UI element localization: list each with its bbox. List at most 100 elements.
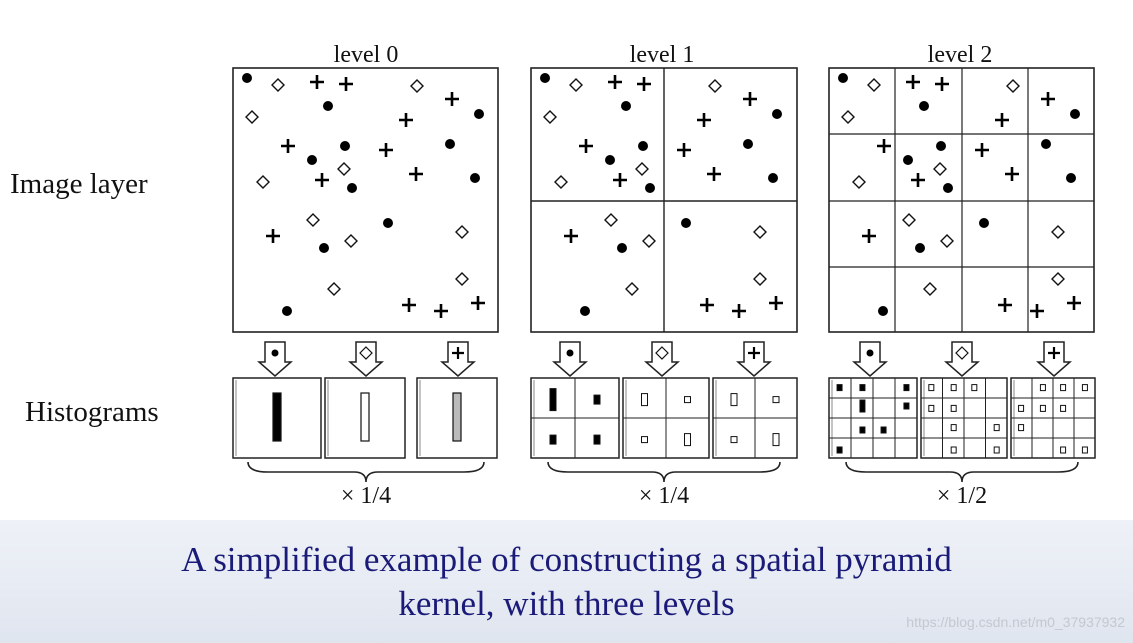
dot-marker (347, 183, 357, 193)
diamond-marker (923, 282, 937, 296)
histogram-bar (836, 384, 843, 392)
brace (845, 461, 1079, 483)
dot-marker (605, 155, 615, 165)
level-1-image-panel (530, 67, 798, 333)
diamond-icon (944, 341, 980, 377)
plus-marker (700, 298, 714, 312)
plus-marker (743, 92, 757, 106)
diamond-marker (867, 78, 881, 92)
dot-marker (645, 183, 655, 193)
histogram-bar (549, 388, 557, 412)
diamond-marker (306, 213, 320, 227)
dot-marker (943, 183, 953, 193)
plus-marker (409, 167, 423, 181)
histogram-bar (1060, 384, 1067, 392)
histogram-bar (1060, 446, 1067, 454)
diamond-marker (933, 162, 947, 176)
histogram-bar (880, 426, 887, 434)
histogram-bar (772, 396, 780, 404)
level-0-title: level 0 (334, 42, 399, 68)
brace (547, 461, 781, 483)
dot-marker (838, 73, 848, 83)
histogram-panel (712, 377, 798, 459)
plus-marker (399, 113, 413, 127)
plus-marker (732, 304, 746, 318)
plus-marker (613, 173, 627, 187)
dot-marker (1041, 139, 1051, 149)
watermark: https://blog.csdn.net/m0_37937932 (906, 614, 1125, 630)
plus-marker (281, 139, 295, 153)
diamond-marker (410, 79, 424, 93)
dot-marker (878, 306, 888, 316)
plus-marker (315, 173, 329, 187)
histogram-bar (993, 424, 1000, 432)
row-label-image-layer: Image layer (10, 168, 148, 200)
diamond-marker (455, 225, 469, 239)
level-0-weight: × 1/4 (341, 483, 391, 509)
dot-marker (681, 218, 691, 228)
dot-icon (257, 341, 293, 377)
plus-marker (579, 139, 593, 153)
histogram-panel (530, 377, 620, 459)
diamond-marker (569, 78, 583, 92)
dot-marker (340, 141, 350, 151)
diamond-marker (604, 213, 618, 227)
dot-marker (307, 155, 317, 165)
histogram-panels (232, 377, 1096, 459)
histogram-bar (950, 446, 957, 454)
plus-icon (1036, 341, 1072, 377)
diamond-icon (644, 341, 680, 377)
dot-marker (638, 141, 648, 151)
dot-marker (580, 306, 590, 316)
histogram-panel (416, 377, 498, 459)
diamond-marker (245, 110, 259, 124)
plus-marker (877, 139, 891, 153)
diamond-marker (337, 162, 351, 176)
plus-marker (310, 75, 324, 89)
feature-type-arrows (257, 341, 1072, 377)
dot-marker (1066, 173, 1076, 183)
plus-marker (339, 77, 353, 91)
plus-marker (1005, 167, 1019, 181)
histogram-bar (641, 393, 648, 407)
plus-marker (564, 229, 578, 243)
dot-marker (621, 101, 631, 111)
plus-marker (975, 143, 989, 157)
plus-marker (935, 77, 949, 91)
histogram-bar (903, 384, 910, 392)
dot-marker (915, 243, 925, 253)
level-1-features (540, 73, 783, 318)
plus-marker (637, 77, 651, 91)
histogram-panel (622, 377, 710, 459)
dot-marker (903, 155, 913, 165)
slide-caption: A simplified example of constructing a s… (0, 538, 1133, 626)
diamond-marker (753, 225, 767, 239)
histogram-bar (730, 393, 738, 407)
level-2-image-panel (828, 67, 1095, 333)
plus-marker (402, 298, 416, 312)
level-weight-braces (247, 461, 1079, 483)
histogram-bar (950, 404, 957, 412)
dot-icon (852, 341, 888, 377)
caption-line-2: kernel, with three levels (398, 584, 735, 623)
brace (247, 461, 485, 483)
plus-marker (434, 304, 448, 318)
histogram-bar (452, 392, 462, 442)
level-0-image-panel (232, 67, 499, 333)
dot-marker (768, 173, 778, 183)
histogram-bar (993, 446, 1000, 454)
diamond-marker (543, 110, 557, 124)
row-label-histograms: Histograms (25, 396, 159, 428)
plus-marker (911, 173, 925, 187)
histogram-bar (641, 436, 648, 444)
plus-marker (769, 296, 783, 310)
histogram-bar (360, 392, 370, 442)
plus-marker (995, 113, 1009, 127)
diamond-marker (271, 78, 285, 92)
plus-marker (1067, 296, 1081, 310)
histogram-bar (1039, 404, 1046, 412)
histogram-bar (684, 396, 691, 404)
histogram-bar (1018, 424, 1025, 432)
dot-icon (552, 341, 588, 377)
